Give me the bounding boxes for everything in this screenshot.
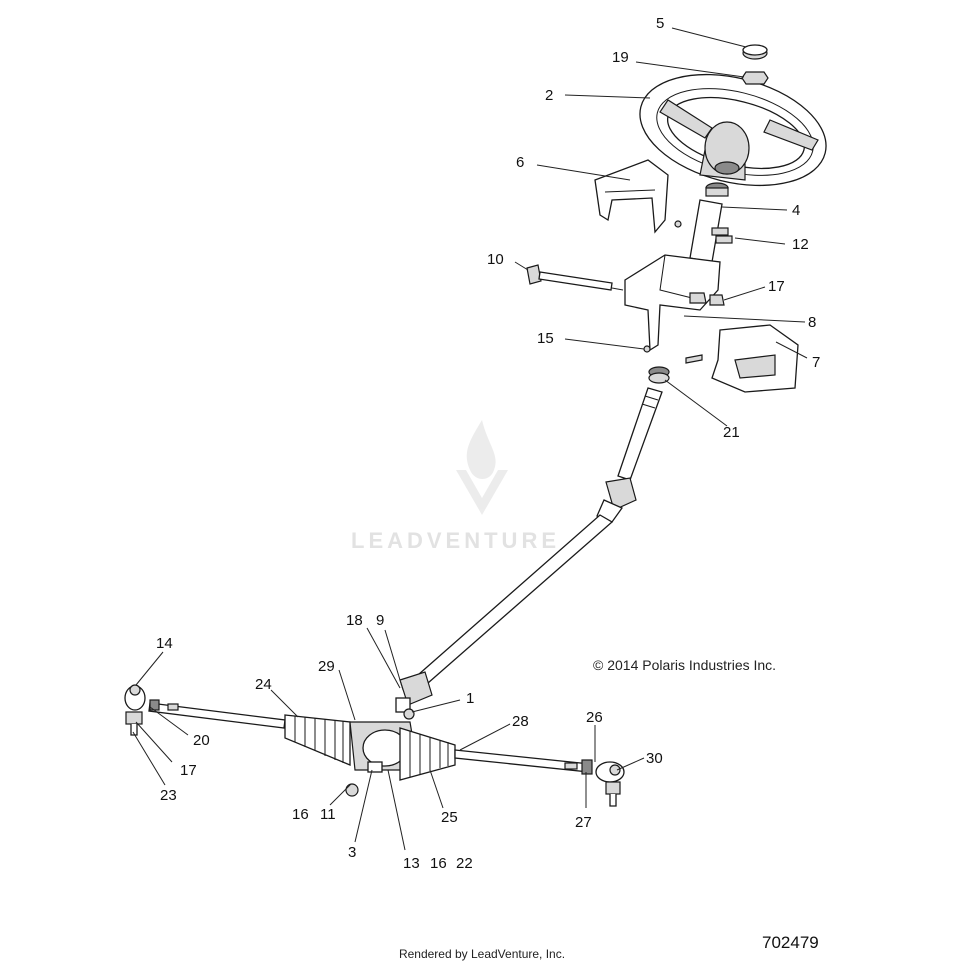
callout-11: 11	[320, 806, 336, 823]
callout-17-upper: 17	[768, 278, 785, 295]
wheel-spacer	[705, 182, 729, 197]
callout-27: 27	[575, 814, 592, 831]
callout-1: 1	[466, 690, 475, 707]
steering-column	[689, 199, 733, 263]
leader-lines	[132, 27, 808, 851]
callout-16-left: 16	[292, 806, 309, 823]
intermediate-shaft	[408, 387, 663, 691]
steering-rack	[148, 702, 591, 797]
callout-9: 9	[376, 612, 385, 629]
callout-4: 4	[792, 202, 801, 219]
callout-28: 28	[512, 713, 529, 730]
callout-13: 13	[403, 855, 420, 872]
watermark-text: LEADVENTURE	[351, 528, 561, 553]
left-tie-rod-end	[124, 684, 160, 736]
callout-19: 19	[612, 49, 629, 66]
callout-20: 20	[193, 732, 210, 749]
callout-25: 25	[441, 809, 458, 826]
callout-10: 10	[487, 251, 504, 268]
copyright-notice: © 2014 Polaris Industries Inc.	[593, 657, 777, 673]
callout-26: 26	[586, 709, 603, 726]
callout-22: 22	[456, 855, 473, 872]
callout-30: 30	[646, 750, 663, 767]
pivot-bolt	[526, 264, 613, 291]
callout-5: 5	[656, 15, 665, 32]
callout-6: 6	[516, 154, 525, 171]
callout-24: 24	[255, 676, 272, 693]
rendered-by-credit: Rendered by LeadVenture, Inc.	[398, 947, 566, 961]
column-bearing	[648, 366, 670, 384]
callout-21: 21	[723, 424, 740, 441]
callout-14: 14	[156, 635, 173, 652]
flame-logo-icon	[456, 420, 508, 515]
lower-u-joint	[395, 671, 433, 720]
upper-column-cover	[594, 159, 669, 234]
callout-23: 23	[160, 787, 177, 804]
right-tie-rod-end	[581, 759, 625, 807]
column-mount-bracket	[624, 254, 725, 352]
steering-wheel	[639, 73, 827, 187]
callout-16-right: 16	[430, 855, 447, 872]
callout-2: 2	[545, 87, 554, 104]
horn-cap	[742, 44, 768, 60]
callout-18: 18	[346, 612, 363, 629]
callout-12: 12	[792, 236, 809, 253]
callout-7: 7	[812, 354, 821, 371]
steering-wheel-nut	[741, 71, 769, 85]
callout-17-lower: 17	[180, 762, 197, 779]
washer-fastener	[643, 220, 703, 364]
drawing-number: 702479	[762, 933, 819, 952]
callout-15: 15	[537, 330, 554, 347]
callout-3: 3	[348, 844, 357, 861]
callout-29: 29	[318, 658, 335, 675]
callout-8: 8	[808, 314, 817, 331]
lower-column-cover	[711, 324, 799, 393]
